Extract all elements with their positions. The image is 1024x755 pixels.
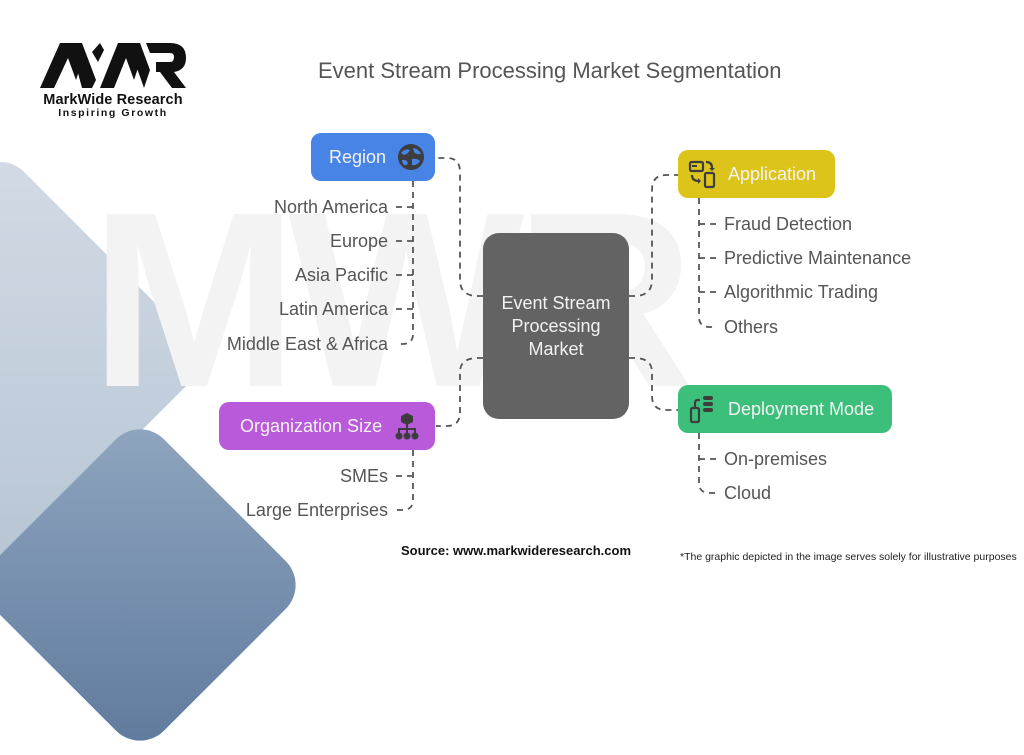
category-organization-size-label: Organization Size: [240, 415, 383, 436]
disclaimer-note: *The graphic depicted in the image serve…: [680, 551, 1017, 563]
brand-tagline: Inspiring Growth: [58, 107, 168, 119]
category-region: Region: [311, 133, 435, 181]
application-item: Fraud Detection: [724, 214, 853, 234]
application-item: Others: [724, 317, 779, 337]
connector-center-application: [629, 174, 678, 297]
app-transfer-icon: [688, 159, 718, 189]
connector-region-trunk: [396, 181, 414, 345]
deployment-mode-item: On-premises: [724, 449, 828, 469]
region-item: Middle East & Africa: [226, 334, 388, 354]
region-item: North America: [273, 197, 388, 217]
application-item: Algorithmic Trading: [724, 282, 879, 302]
category-application-label: Application: [728, 163, 817, 184]
organization-size-item: SMEs: [339, 466, 388, 486]
globe-icon: [396, 142, 426, 172]
category-deployment-mode-label: Deployment Mode: [728, 398, 875, 419]
connector-center-region: [436, 157, 483, 297]
connector-center-org: [436, 357, 483, 427]
connector-application-trunk: [698, 198, 716, 328]
application-item: Predictive Maintenance: [724, 248, 912, 268]
category-deployment-mode: Deployment Mode: [678, 385, 892, 433]
region-item: Latin America: [278, 299, 388, 319]
region-item: Europe: [329, 231, 388, 251]
category-organization-size: Organization Size: [219, 402, 435, 450]
center-node-label: Event Stream Processing Market: [501, 292, 611, 359]
connector-center-deployment: [629, 357, 678, 411]
brand-logo: MarkWide Research Inspiring Growth: [33, 40, 193, 119]
connector-deployment-trunk: [698, 433, 716, 494]
source-credit: Source: www.markwideresearch.com: [401, 543, 632, 558]
mwr-logo-mark-icon: [40, 43, 186, 88]
hierarchy-icon: [392, 411, 422, 441]
brand-name: MarkWide Research: [43, 92, 183, 108]
device-server-icon: [688, 394, 718, 424]
center-node: Event Stream Processing Market: [483, 233, 629, 419]
connector-lines: [396, 157, 716, 511]
organization-size-item: Large Enterprises: [245, 500, 388, 520]
deployment-mode-item: Cloud: [724, 483, 772, 503]
category-region-label: Region: [329, 146, 387, 167]
category-application: Application: [678, 150, 835, 198]
region-item: Asia Pacific: [294, 265, 388, 285]
connector-org-trunk: [396, 450, 414, 511]
page-title: Event Stream Processing Market Segmentat…: [318, 58, 782, 83]
